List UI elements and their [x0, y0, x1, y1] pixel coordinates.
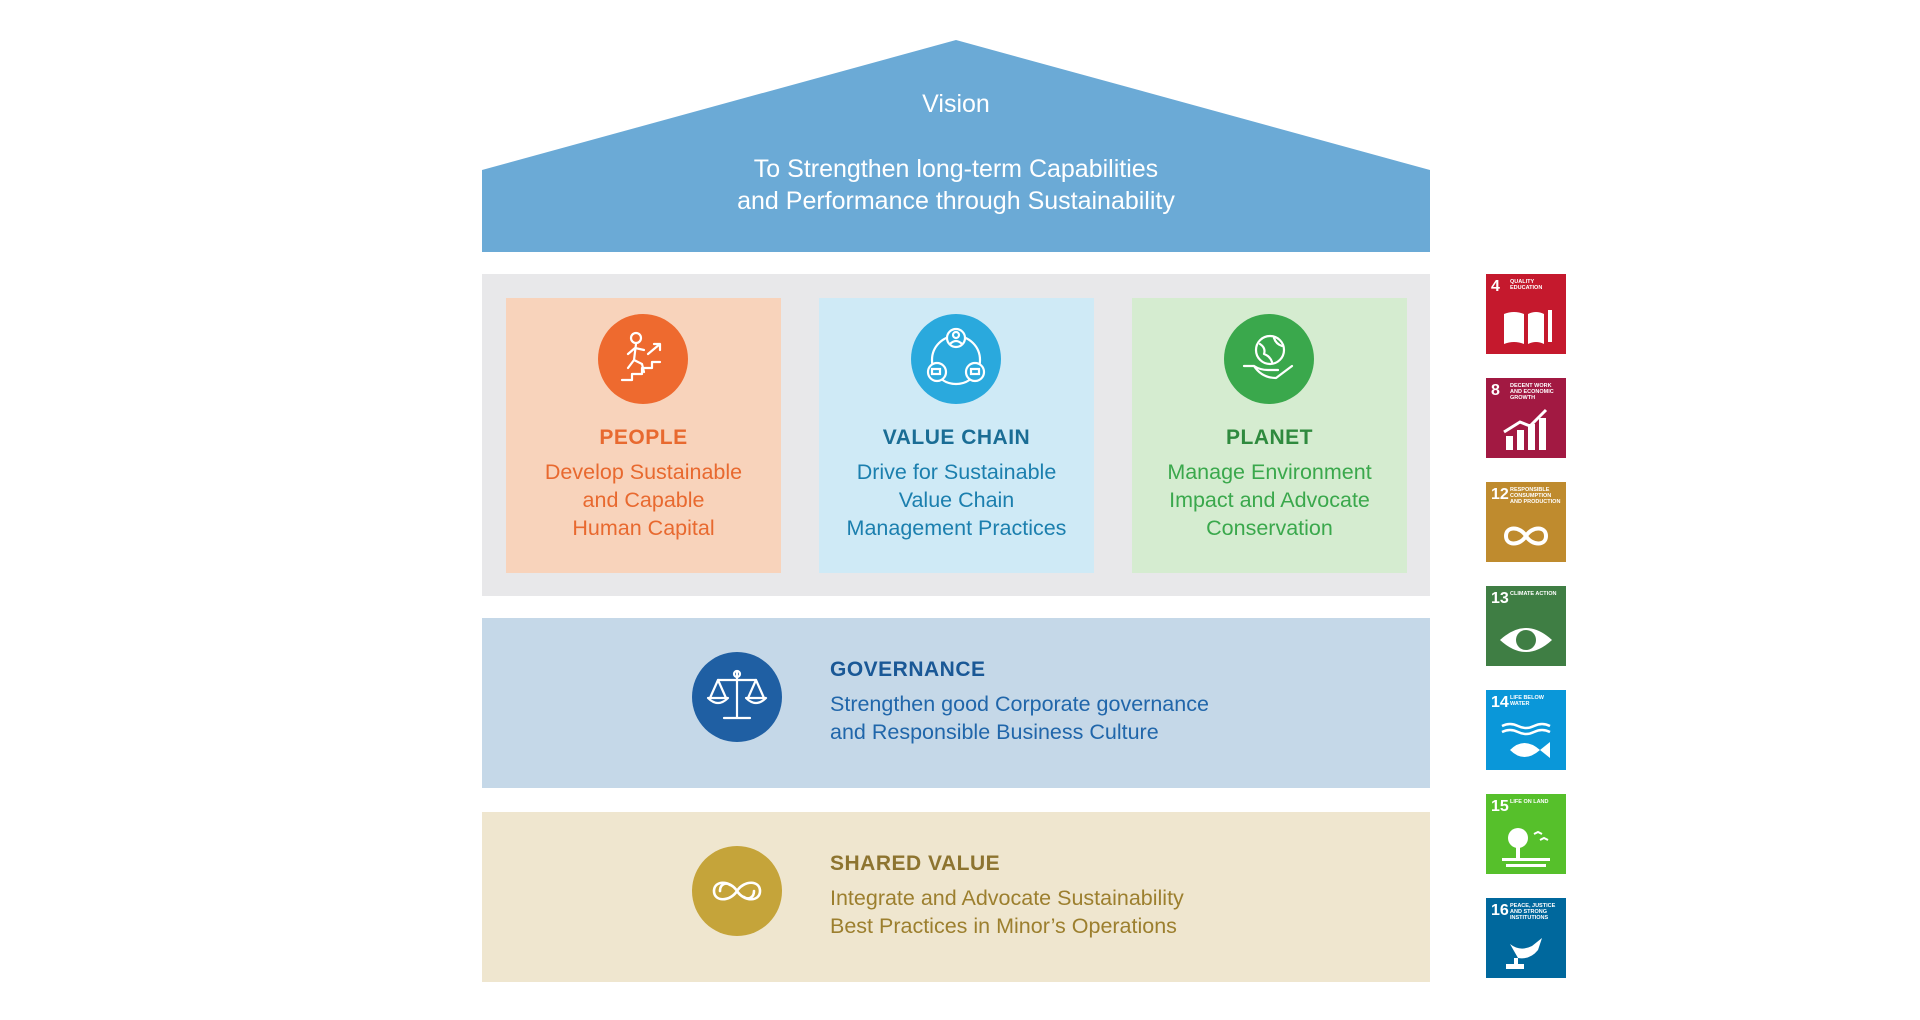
shared-value-band: SHARED VALUE Integrate and Advocate Sust…: [482, 812, 1430, 982]
pillar-text-line: Develop Sustainable: [544, 460, 743, 484]
governance-text-line: and Responsible Business Culture: [830, 720, 1159, 744]
sdg-label: Life on Land: [1510, 799, 1549, 805]
pillar-value-chain: VALUE CHAIN Drive for Sustainable Value …: [819, 298, 1094, 573]
tree-birds-icon: [1502, 828, 1550, 867]
pillar-planet: PLANET Manage Environment Impact and Adv…: [1132, 298, 1407, 573]
sdg-number: 15: [1491, 798, 1509, 815]
pillar-text-line: Impact and Advocate: [1169, 488, 1370, 512]
dove-gavel-icon: [1506, 938, 1542, 969]
pillar-text-line: Manage Environment: [1167, 460, 1372, 484]
sdg-number: 16: [1491, 902, 1509, 919]
supply-cycle-icon: [911, 314, 1001, 404]
sdg-label: Quality Education: [1510, 279, 1543, 291]
shared-value-text-line: Integrate and Advocate Sustainability: [830, 886, 1184, 910]
growth-chart-icon: [1503, 408, 1548, 450]
vision-statement-line-2: and Performance through Sustainability: [737, 187, 1175, 215]
scales-icon: [692, 652, 782, 742]
governance-text-line: Strengthen good Corporate governance: [830, 692, 1209, 716]
pillar-text-line: Value Chain: [898, 488, 1015, 512]
sdg-tile-16: 16 Peace, Justice and Strong Institution…: [1486, 898, 1566, 978]
sdg-number: 4: [1491, 278, 1500, 295]
governance-band: GOVERNANCE Strengthen good Corporate gov…: [482, 618, 1430, 788]
vision-roof: [482, 40, 1430, 252]
shared-value-text-line: Best Practices in Minor’s Operations: [830, 914, 1177, 938]
sdg-label: Peace, Justice and Strong Institutions: [1510, 903, 1556, 921]
book-pencil-icon: [1504, 310, 1552, 344]
governance-title: GOVERNANCE: [830, 658, 986, 681]
shared-value-title: SHARED VALUE: [830, 852, 1001, 875]
pillar-text-line: and Capable: [582, 488, 705, 512]
pillar-title: PLANET: [1226, 426, 1313, 449]
sdg-label: Life Below Water: [1510, 695, 1544, 707]
eye-globe-icon: [1500, 628, 1552, 652]
sdg-tile-4: 4 Quality Education: [1486, 274, 1566, 354]
pillar-text-line: Management Practices: [846, 516, 1067, 540]
pillar-text-line: Conservation: [1206, 516, 1333, 540]
sdg-label: Responsible Consumption and Production: [1510, 487, 1561, 505]
pillar-title: VALUE CHAIN: [882, 426, 1031, 449]
sdg-number: 12: [1491, 486, 1509, 503]
pillar-text-line: Drive for Sustainable: [856, 460, 1057, 484]
pillar-title: PEOPLE: [599, 426, 688, 449]
infinity-icon: [692, 846, 782, 936]
pillar-people: PEOPLE Develop Sustainable and Capable H…: [506, 298, 781, 573]
pillar-text-line: Human Capital: [572, 516, 715, 540]
infinity-loop-icon: [1503, 526, 1549, 546]
sdg-tile-12: 12 Responsible Consumption and Productio…: [1486, 482, 1566, 562]
sdg-number: 14: [1491, 694, 1509, 711]
vision-title: Vision: [922, 90, 990, 118]
vision-statement-line-1: To Strengthen long-term Capabilities: [753, 155, 1159, 183]
sdg-tile-14: 14 Life Below Water: [1486, 690, 1566, 770]
sdg-tile-13: 13 Climate Action: [1486, 586, 1566, 666]
sdg-number: 8: [1491, 382, 1500, 399]
sdg-tile-15: 15 Life on Land: [1486, 794, 1566, 874]
sdg-tile-8: 8 Decent Work and Economic Growth: [1486, 378, 1566, 458]
sdg-label: Climate Action: [1510, 591, 1557, 597]
fish-waves-icon: [1501, 722, 1551, 758]
sdg-number: 13: [1491, 590, 1509, 607]
sdg-label: Decent Work and Economic Growth: [1510, 383, 1554, 401]
globe-in-hand-icon: [1224, 314, 1314, 404]
person-climbing-stairs-icon: [598, 314, 688, 404]
